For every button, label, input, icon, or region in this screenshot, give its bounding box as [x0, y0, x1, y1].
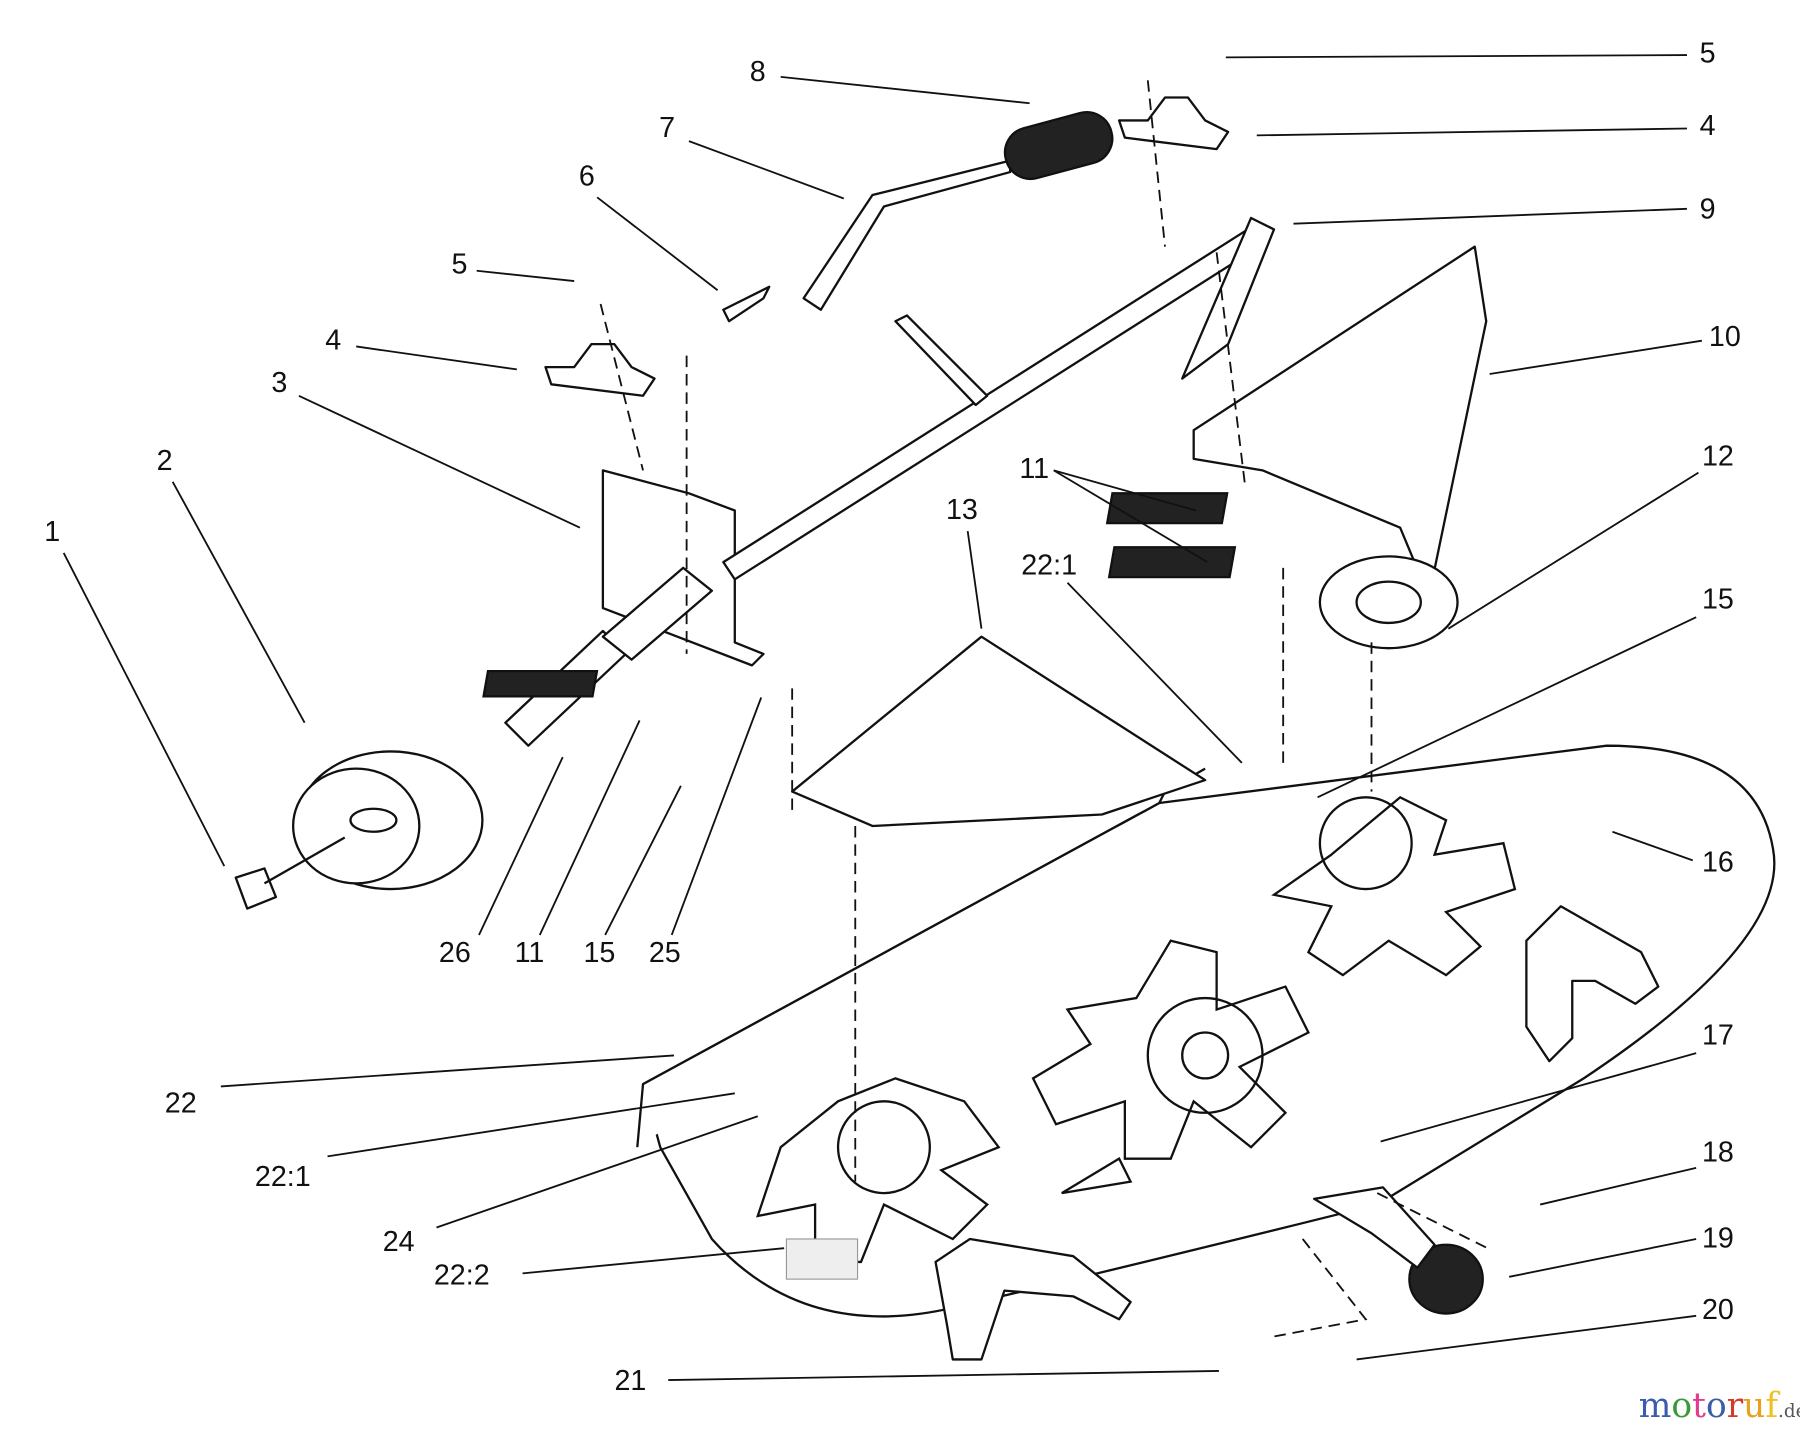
label-20: 20	[1702, 1294, 1734, 1326]
label-25: 25	[649, 937, 681, 969]
label-21: 21	[614, 1365, 646, 1397]
mower-deck	[636, 744, 1776, 1318]
label-22-2: 22:2	[434, 1259, 490, 1291]
label-22-1: 22:1	[255, 1161, 311, 1193]
label-4: 4	[325, 324, 341, 356]
label-6: 6	[579, 160, 595, 192]
label-5: 5	[451, 249, 467, 281]
label-15: 15	[1702, 584, 1734, 616]
anti-scalp-rollers	[934, 905, 1660, 1361]
label-17: 17	[1702, 1020, 1734, 1052]
label-5: 5	[1700, 38, 1716, 70]
gauge-wheel	[234, 750, 484, 910]
motoruf-watermark-logo: motoruf.de	[1639, 1386, 1800, 1426]
label-24: 24	[383, 1226, 415, 1258]
label-3: 3	[271, 367, 287, 399]
label-4: 4	[1700, 110, 1716, 142]
label-1: 1	[44, 516, 60, 548]
label-9: 9	[1700, 194, 1716, 226]
label-11: 11	[515, 937, 545, 969]
label-10: 10	[1709, 321, 1741, 353]
label-12: 12	[1702, 440, 1734, 472]
height-adjust-bar	[504, 111, 1276, 747]
label-2: 2	[157, 445, 173, 477]
leader-lines	[62, 54, 1703, 1381]
label-8: 8	[750, 56, 766, 88]
label-26: 26	[439, 937, 471, 969]
label-22: 22	[165, 1087, 197, 1119]
label-18: 18	[1702, 1137, 1734, 1169]
label-16: 16	[1702, 846, 1734, 878]
assembly-lines	[599, 80, 1493, 1338]
belt-shields	[482, 96, 1488, 828]
label-13: 13	[946, 494, 978, 526]
label-22-1: 22:1	[1021, 549, 1077, 581]
label-15: 15	[583, 937, 615, 969]
label-7: 7	[659, 112, 675, 144]
label-19: 19	[1702, 1223, 1734, 1255]
label-11: 11	[1019, 453, 1049, 485]
svg-text:motoruf.de: motoruf.de	[1639, 1386, 1800, 1426]
